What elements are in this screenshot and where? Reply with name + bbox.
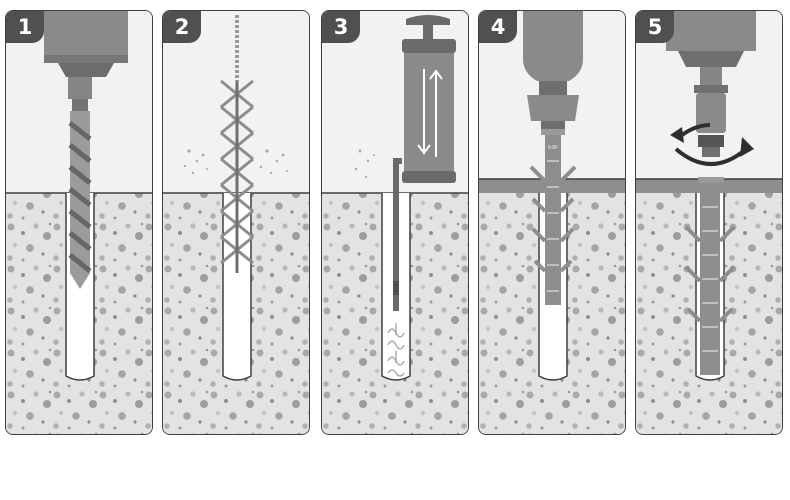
step-number-badge: 5 [636, 11, 674, 43]
hammer-illustration: 9-8F [479, 11, 625, 434]
plug-marking: 9-8F [548, 145, 558, 151]
step-number-badge: 3 [322, 11, 360, 43]
step-number-badge: 4 [479, 11, 517, 43]
step-number-badge: 2 [163, 11, 201, 43]
step-panel-2: 2 [162, 10, 310, 435]
step-panel-1: 1 [5, 10, 153, 435]
step-panel-5: 5 [635, 10, 783, 435]
screw-illustration [636, 11, 782, 434]
step-panel-3: 3 [321, 10, 469, 435]
step-number-badge: 1 [6, 11, 44, 43]
pump-illustration [322, 11, 468, 434]
step-panel-4: 9-8F 4 [478, 10, 626, 435]
brush-illustration [163, 11, 309, 434]
drill-illustration [6, 11, 152, 434]
